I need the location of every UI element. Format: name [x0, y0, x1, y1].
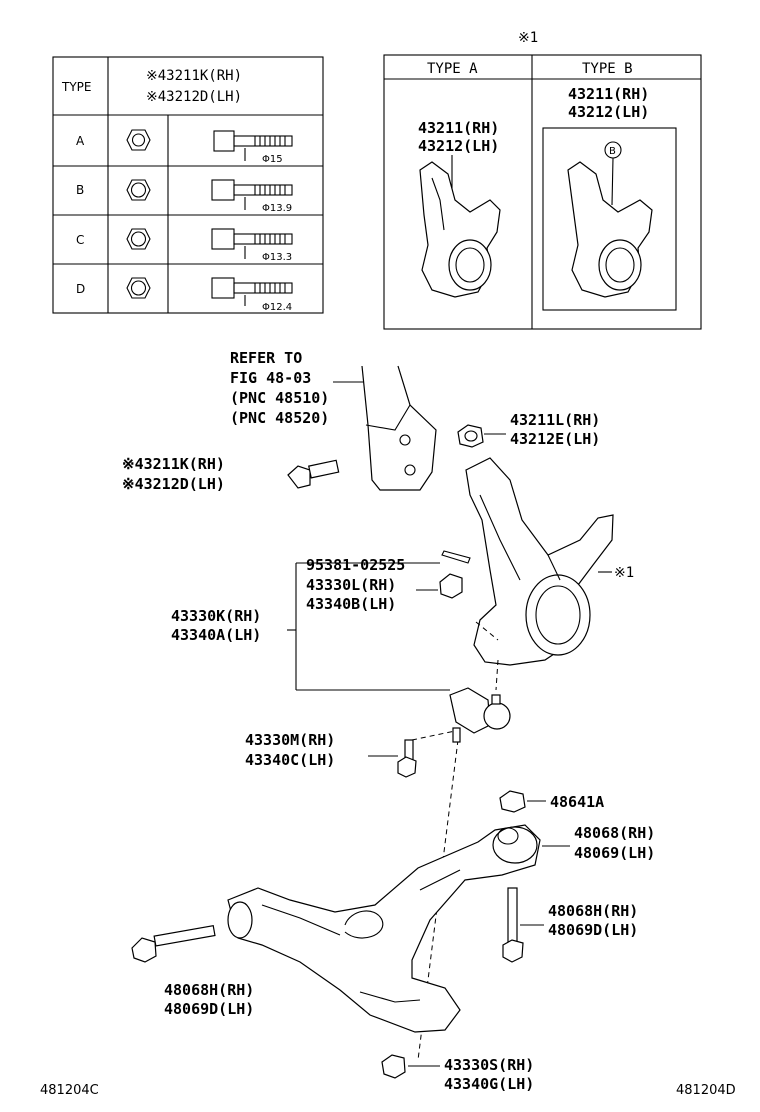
type-a-header: TYPE A: [427, 61, 478, 77]
assembly-line: [475, 621, 499, 641]
assembly-line: [411, 730, 456, 741]
table-row: D Φ12.4: [76, 277, 293, 313]
nut-48641a-label: 48641A: [550, 793, 604, 811]
table-header-part-rh: ※43211K(RH): [146, 68, 242, 84]
bolt-side-icon: [211, 228, 293, 259]
upper-nut-image: [457, 424, 484, 448]
bolt-side-icon: [211, 277, 293, 306]
footer-code-left: 481204C: [40, 1083, 99, 1098]
refer-line-3: (PNC 48510): [230, 389, 329, 407]
type-b-part-lh: 43212(LH): [568, 103, 649, 121]
rear-bolt-lh-label: 48069D(LH): [548, 921, 638, 939]
row-diameter: Φ15: [262, 154, 283, 165]
knuckle-type-a-image: [419, 161, 501, 298]
type-b-part-rh: 43211(RH): [568, 85, 649, 103]
upper-nut-rh-label: 43211L(RH): [510, 411, 600, 429]
note-mark: ※1: [518, 30, 538, 46]
castle-nut-rh-label: 43330L(RH): [306, 576, 396, 594]
bottom-nut-image: [381, 1054, 406, 1079]
ball-joint-image: [449, 687, 511, 743]
row-type-label: D: [76, 282, 85, 296]
ball-joint-rh-label: 43330K(RH): [171, 607, 261, 625]
row-type-label: C: [76, 233, 84, 247]
ball-joint-bolt-lh-label: 43340C(LH): [245, 751, 335, 769]
table-header-type: TYPE: [61, 80, 91, 94]
bushing-rh-label: 48068(RH): [574, 824, 655, 842]
ball-joint-bolt-image: [397, 739, 417, 778]
bolt-side-icon: [211, 179, 293, 210]
refer-to-note: REFER TO FIG 48-03 (PNC 48510) (PNC 4852…: [230, 349, 368, 427]
row-type-label: A: [76, 134, 85, 148]
knuckle-note-mark: ※1: [614, 565, 634, 581]
cotter-pin-image: [441, 550, 471, 564]
rear-bolt-rh-label: 48068H(RH): [548, 902, 638, 920]
row-diameter: Φ13.3: [262, 252, 292, 263]
refer-line-1: REFER TO: [230, 349, 302, 367]
upper-bolt-image: [287, 459, 340, 489]
lower-control-arm-image: [227, 824, 541, 1033]
front-bolt-rh-label: 48068H(RH): [164, 981, 254, 999]
type-b-marker: B: [609, 146, 616, 157]
table-row: C Φ13.3: [76, 228, 293, 263]
front-bolt-lh-label: 48069D(LH): [164, 1000, 254, 1018]
upper-bolt-rh-label: ※43211K(RH): [122, 455, 225, 473]
row-diameter: Φ12.4: [262, 302, 292, 313]
knuckle-type-b-image: B: [567, 141, 653, 298]
bottom-nut-rh-label: 43330S(RH): [444, 1056, 534, 1074]
rear-bolt-image: [502, 887, 524, 963]
type-b-header: TYPE B: [582, 61, 633, 77]
castle-nut-lh-label: 43340B(LH): [306, 595, 396, 613]
bolt-head-icon: [126, 228, 151, 250]
row-diameter: Φ13.9: [262, 203, 292, 214]
table-row: A Φ15: [76, 129, 293, 165]
nut-48641a-image: [499, 790, 526, 813]
refer-line-2: FIG 48-03: [230, 369, 311, 387]
castle-nut-image: [439, 573, 463, 599]
bolt-head-icon: [126, 129, 151, 151]
ball-joint-bolt-rh-label: 43330M(RH): [245, 731, 335, 749]
strut-image: [361, 365, 437, 491]
bolt-head-icon: [126, 179, 151, 201]
row-type-label: B: [76, 183, 84, 197]
type-a-part-lh: 43212(LH): [418, 137, 499, 155]
knuckle-type-box: ※1 TYPE A TYPE B 43211(RH) 43212(LH) 432…: [383, 30, 702, 330]
bolt-type-table: TYPE ※43211K(RH) ※43212D(LH) A Φ15 B Φ13…: [52, 56, 324, 314]
assembly-line: [495, 659, 499, 691]
ball-joint-lh-label: 43340A(LH): [171, 626, 261, 644]
refer-line-4: (PNC 48520): [230, 409, 329, 427]
bottom-nut-lh-label: 43340G(LH): [444, 1075, 534, 1093]
type-a-part-rh: 43211(RH): [418, 119, 499, 137]
front-bolt-image: [131, 924, 216, 963]
bolt-side-icon: [213, 130, 293, 161]
table-header-part-lh: ※43212D(LH): [146, 89, 242, 105]
upper-nut-lh-label: 43212E(LH): [510, 430, 600, 448]
upper-bolt-lh-label: ※43212D(LH): [122, 475, 225, 493]
table-row: B Φ13.9: [76, 179, 293, 214]
cotter-pin-label: 95381-02525: [306, 556, 405, 574]
bushing-lh-label: 48069(LH): [574, 844, 655, 862]
bolt-head-icon: [126, 277, 151, 299]
footer-code-right: 481204D: [676, 1083, 736, 1098]
steering-knuckle-image: [465, 457, 614, 666]
